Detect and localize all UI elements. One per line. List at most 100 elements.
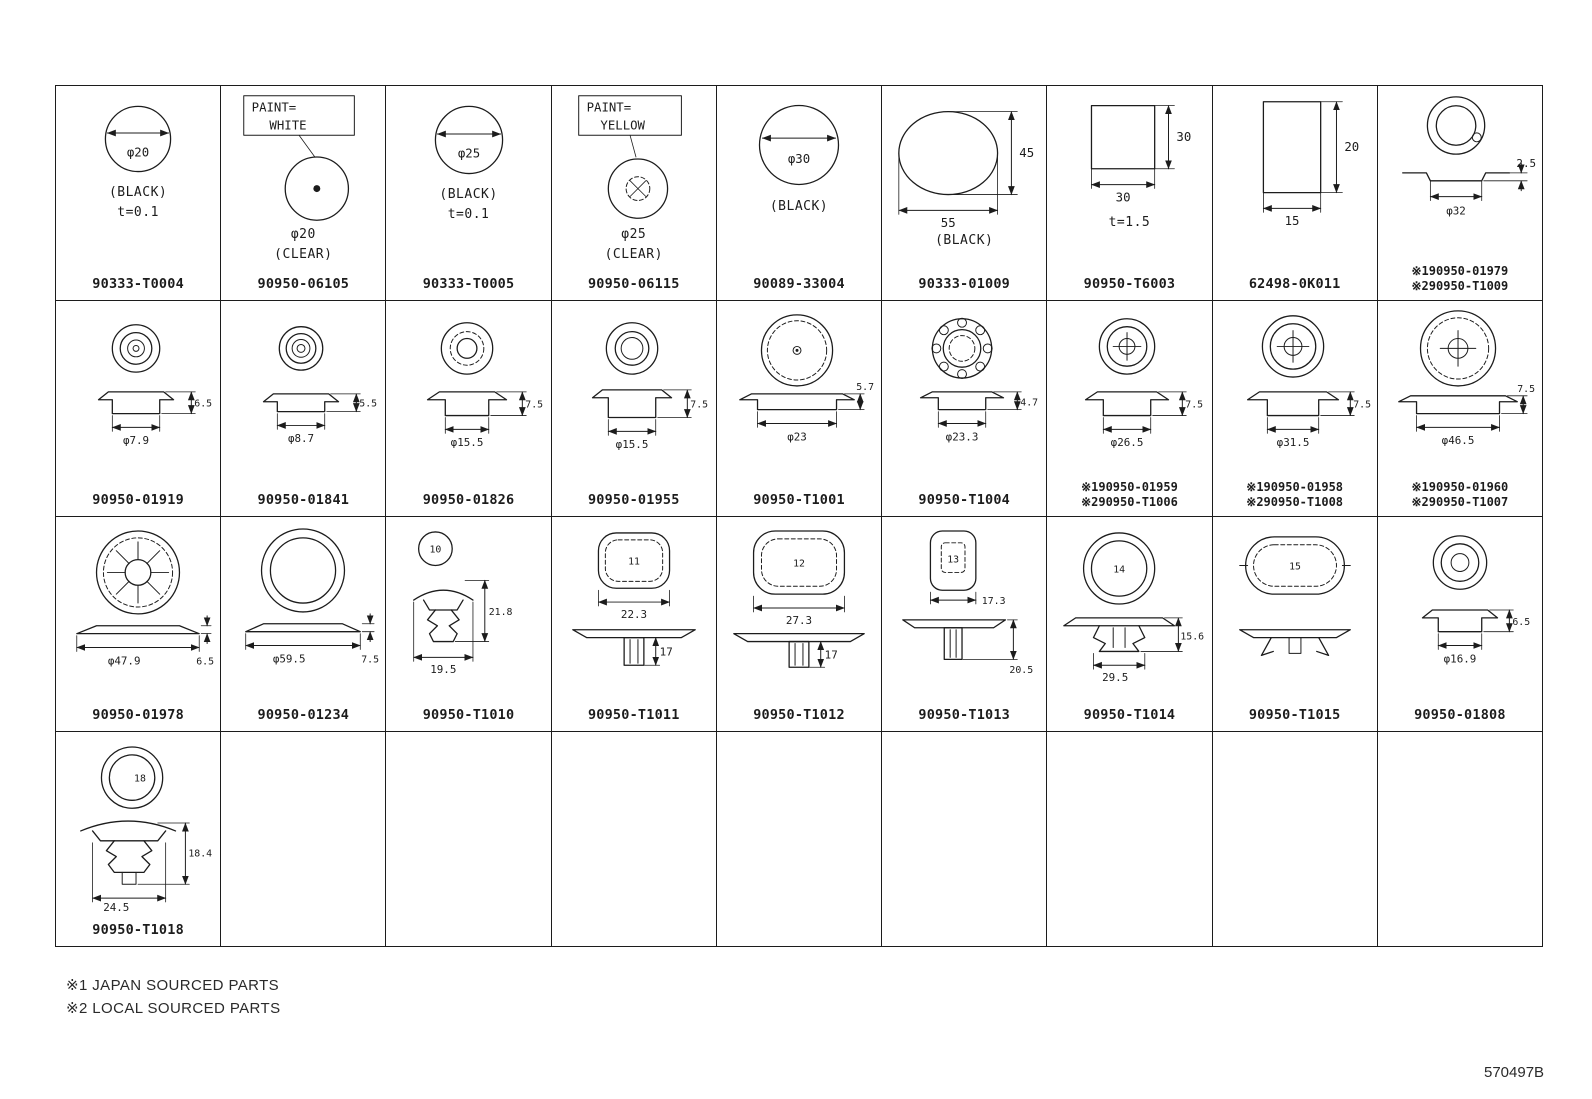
extension-lines	[412, 601, 473, 662]
part-number: 90950-06105	[257, 276, 350, 293]
height-dim-label: 7.5	[362, 654, 380, 665]
height-dim-label: 20	[1344, 140, 1359, 154]
top-view	[1083, 531, 1156, 605]
side-profile	[1085, 391, 1170, 417]
thickness-label: t=0.1	[117, 205, 159, 220]
part-number-japan: ※190950-01960	[1411, 479, 1509, 494]
grommet-drawing: 7.5 φ26.5	[1085, 318, 1204, 449]
part-cell-r3c6: 13 17.3 20.5 90950-T1013	[882, 516, 1048, 732]
diameter-dim-label: φ26.5	[1111, 436, 1144, 449]
height-dim-label: 7.5	[1517, 384, 1535, 395]
disc-outline	[284, 156, 350, 221]
thickness-label: t=1.5	[1108, 215, 1151, 230]
part-number: 90950-01808	[1414, 706, 1506, 723]
part-number: 90950-T1015	[1248, 706, 1341, 723]
part-number-local: ※290950-T1007	[1411, 494, 1509, 509]
finish-label: (CLEAR)	[274, 247, 333, 262]
width-dim-label: 29.5	[1103, 671, 1129, 684]
height-dim-label: 5.5	[360, 399, 378, 410]
document-code: 570497B	[1484, 1064, 1545, 1081]
top-view	[100, 746, 164, 809]
part-number: 90089-33004	[753, 276, 845, 293]
extension-lines	[1140, 616, 1184, 652]
part-number: 62498-0K011	[1248, 276, 1341, 293]
extension-lines	[1319, 391, 1355, 417]
side-profile	[76, 624, 200, 634]
color-label: (BLACK)	[108, 185, 168, 200]
empty-cell	[716, 731, 883, 947]
part-number-local: ※290950-T1009	[1411, 279, 1509, 294]
part-cell-r2c9: 7.5 φ46.5 ※190950-01960 ※290950-T1007	[1377, 301, 1543, 517]
part-cell-r2c1: 6.5 φ7.9 90950-01919	[56, 301, 222, 517]
mold-mark: 11	[628, 556, 640, 567]
extension-lines	[1437, 632, 1482, 650]
width-dim-label: 30	[1116, 190, 1131, 204]
side-view	[571, 628, 696, 666]
extension-lines	[898, 152, 999, 215]
part-cell-r2c4: 7.5 φ15.5 90950-01955	[551, 301, 717, 517]
width-dim-label: 27.3	[786, 613, 812, 626]
part-number-local: ※290950-T1008	[1246, 494, 1344, 509]
side-profile	[591, 389, 672, 419]
extension-lines	[1262, 192, 1321, 213]
top-view	[1426, 96, 1486, 155]
spokes	[107, 540, 170, 604]
empty-cell	[882, 731, 1048, 947]
top-view	[440, 322, 493, 375]
leader-line	[298, 134, 316, 158]
footer-notes: ※1 JAPAN SOURCED PARTS ※2 LOCAL SOURCED …	[66, 974, 280, 1020]
mold-mark: 15	[1289, 561, 1301, 572]
extension-lines	[1091, 168, 1156, 189]
clip-drawing: 14 15.6 29.5	[1063, 531, 1205, 684]
part-cell-r2c2: 5.5 φ8.7 90950-01841	[221, 301, 387, 517]
extension-lines	[92, 842, 167, 903]
mold-mark: 10	[429, 544, 441, 555]
diameter-dim-label: φ46.5	[1442, 434, 1475, 447]
side-profile	[1246, 391, 1339, 417]
extension-lines	[200, 624, 212, 634]
height-dim-label: 15.6	[1181, 631, 1205, 642]
height-dim-label: 30	[1177, 130, 1192, 144]
side-profile	[97, 391, 175, 415]
empty-cell	[551, 731, 717, 947]
side-profile	[426, 391, 507, 417]
width-dim-label: 17.3	[982, 596, 1006, 607]
extension-lines	[948, 111, 1018, 195]
part-number: 90950-T6003	[1083, 276, 1176, 293]
empty-cell	[386, 731, 552, 947]
diameter-dim-label: φ23	[787, 431, 807, 444]
top-view	[1432, 534, 1488, 590]
painted-disc-drawing: PAINT= YELLOW	[577, 95, 682, 219]
height-dim-label: 6.5	[196, 656, 214, 667]
paint-callout-line2: WHITE	[270, 118, 307, 132]
extension-lines	[1429, 180, 1482, 201]
disc-drawing: φ25	[434, 105, 503, 175]
extension-lines	[1103, 417, 1152, 434]
diameter-dim-label: φ15.5	[450, 436, 483, 449]
diameter-dim-label: φ47.9	[108, 654, 141, 667]
side-view	[412, 589, 474, 642]
grommet-drawing: 5.7 φ23	[739, 314, 874, 444]
height-dim-label: 4.7	[1021, 398, 1039, 409]
side-profile	[1421, 608, 1499, 632]
disc-outline	[607, 158, 668, 219]
part-cell-r1c1: φ20 (BLACK) t=0.1 90333-T0004	[56, 86, 222, 302]
width-dim-label: 19.5	[430, 663, 456, 676]
part-cell-r1c8: 20 15 62498-0K011	[1212, 86, 1378, 302]
part-number: 90950-01826	[422, 491, 515, 508]
diameter-dim-label: φ30	[788, 152, 810, 166]
clip-drawing: 15	[1238, 535, 1351, 656]
extension-lines	[112, 415, 161, 433]
part-number: 90950-06115	[587, 276, 680, 293]
finish-label: (CLEAR)	[604, 247, 663, 262]
side-view	[1063, 616, 1176, 652]
part-cell-r2c3: 7.5 φ15.5 90950-01826	[386, 301, 552, 517]
part-cell-r3c5: 12 27.3 17 90950-T1012	[716, 516, 883, 732]
empty-cell	[1377, 731, 1543, 947]
part-number: 90950-T1011	[587, 706, 680, 723]
mold-mark: 14	[1114, 564, 1126, 575]
paint-area	[625, 176, 651, 201]
clip-drawing: 11 22.3 17	[571, 531, 696, 666]
clip-drawing: 13 17.3 20.5	[902, 529, 1033, 676]
